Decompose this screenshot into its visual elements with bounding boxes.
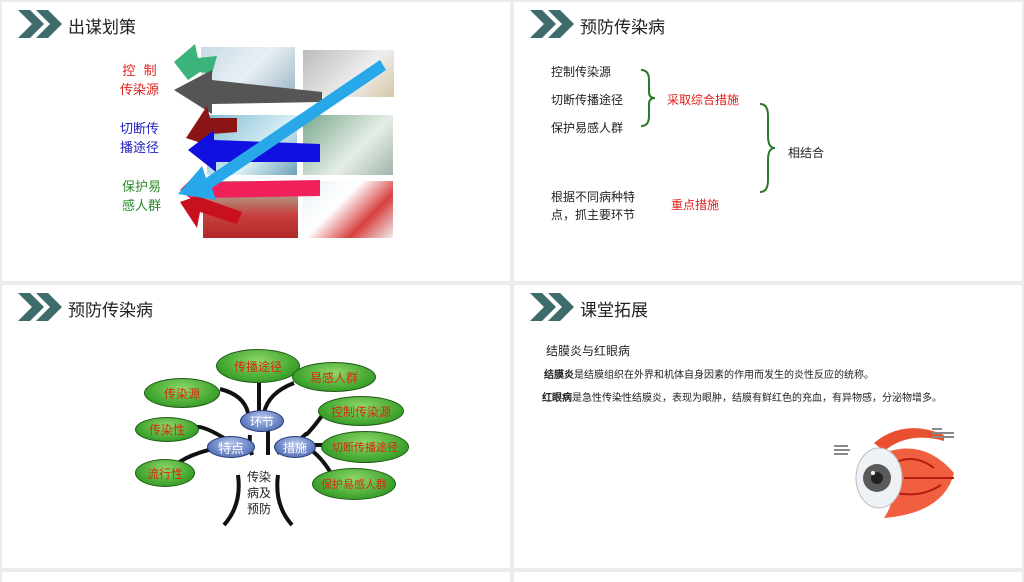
brace-icons: [640, 69, 776, 193]
slide-2[interactable]: 预防传染病 控制传染源 切断传播途径 保护易感人群 采取综合措施 相结合 根据不…: [514, 2, 1022, 281]
paragraph-conjunctivitis: 结膜炎是结膜组织在外界和机体自身因素的作用而发生的炎性反应的统称。: [544, 366, 874, 381]
leaf-cut-route: 切断传播途径: [321, 431, 409, 463]
term-pinkeye: 红眼病: [542, 393, 572, 404]
slide-title: 课堂拓展: [580, 301, 648, 321]
node-measure: 措施: [274, 436, 316, 458]
node-link: 环节: [240, 410, 284, 432]
chevron-icon: [18, 293, 62, 321]
combined-measures: 采取综合措施: [667, 93, 740, 107]
chevron-icon: [530, 10, 574, 38]
slide-title: 预防传染病: [68, 301, 153, 321]
leaf-susceptible: 易感人群: [292, 362, 376, 392]
leaf-epidemic: 流行性: [135, 459, 195, 487]
node-feature: 特点: [207, 436, 255, 458]
leaf-source: 传染源: [144, 378, 220, 408]
arrows-graphic: [174, 44, 386, 228]
term-conjunctivitis: 结膜炎: [544, 370, 574, 381]
chevron-icon: [18, 10, 62, 38]
chevron-icon: [530, 293, 574, 321]
slide-title: 出谋划策: [68, 18, 136, 38]
slide-4[interactable]: 课堂拓展 结膜炎与红眼病 结膜炎是结膜组织在外界和机体自身因素的作用而发生的炎性…: [514, 285, 1022, 568]
slide-3[interactable]: 预防传染病 传播途径 易感人群 传染源 控制传染源 传染性 切断传播途径 流行性…: [2, 285, 510, 568]
leaf-protect: 保护易感人群: [312, 468, 396, 500]
eye-anatomy-image: [834, 428, 954, 518]
label-cut-route: 切断传 播途径: [120, 122, 160, 156]
label-control-source: 控 制 传染源: [120, 64, 160, 98]
leaf-control-source: 控制传染源: [318, 396, 404, 426]
slide-5-partial[interactable]: [2, 572, 510, 582]
slide-6-partial[interactable]: [514, 572, 1022, 582]
slide-1[interactable]: 出谋划策 控 制 传染源 切断传 播途径 保护易 感人群: [2, 2, 510, 281]
paragraph-pinkeye: 红眼病是急性传染性结膜炎，表现为眼肿，结膜有鲜红色的充血，有异物感，分泌物增多。: [542, 389, 942, 404]
leaf-infectious: 传染性: [135, 417, 199, 442]
item-cut-route: 切断传播途径: [551, 93, 624, 107]
label-protect: 保护易 感人群: [122, 180, 162, 214]
key-measures: 重点措施: [671, 198, 720, 212]
leaf-transmission-route: 传播途径: [216, 349, 300, 383]
item-protect: 保护易感人群: [551, 121, 624, 135]
together-label: 相结合: [788, 146, 825, 160]
subtitle: 结膜炎与红眼病: [546, 344, 631, 358]
definition: 是结膜组织在外界和机体自身因素的作用而发生的炎性反应的统称。: [574, 370, 874, 381]
definition: 是急性传染性结膜炎，表现为眼肿，结膜有鲜红色的充血，有异物感，分泌物增多。: [572, 393, 942, 404]
item-control-source: 控制传染源: [551, 65, 612, 79]
tree-trunk-label: 传染 病及 预防: [247, 470, 272, 516]
special-text: 根据不同病种特 点，抓主要环节: [551, 190, 636, 222]
slide-title: 预防传染病: [580, 18, 665, 38]
